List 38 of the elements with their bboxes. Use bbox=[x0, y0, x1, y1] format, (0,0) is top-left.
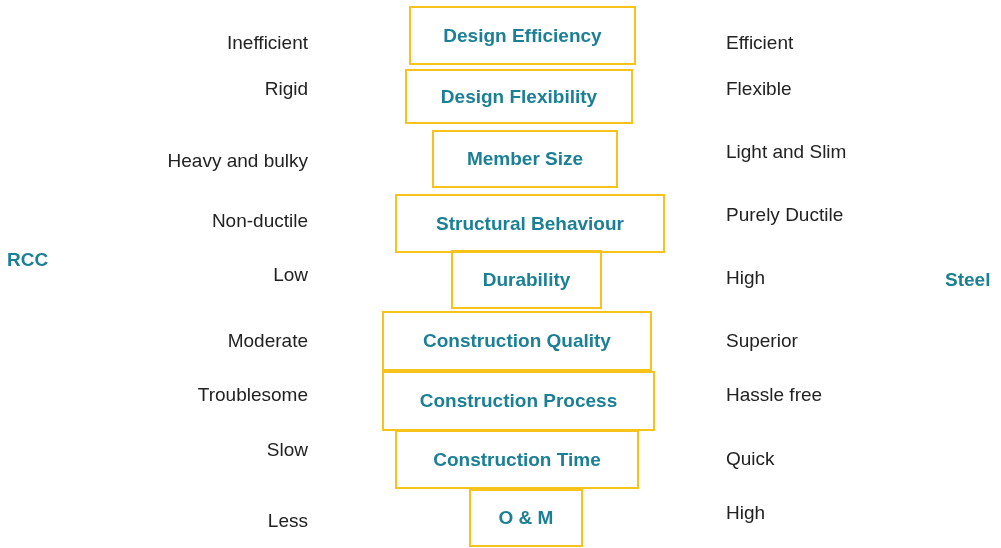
rcc-rating: Slow bbox=[266, 439, 308, 461]
criterion-title: Design Flexibility bbox=[440, 85, 598, 108]
criterion-box bbox=[382, 371, 655, 431]
material-label: Steel bbox=[945, 269, 991, 291]
criterion-box bbox=[451, 250, 602, 309]
criterion-title: Construction Quality bbox=[423, 330, 611, 352]
criterion-title: Design Efficiency bbox=[443, 24, 602, 47]
criterion-box bbox=[469, 489, 583, 547]
criterion-title: Member Size bbox=[466, 148, 584, 170]
rcc-rating: Troublesome bbox=[197, 384, 308, 406]
rcc-rating: Less bbox=[267, 510, 308, 532]
criterion-title: Durability bbox=[482, 268, 571, 291]
steel-rating: Quick bbox=[726, 448, 775, 470]
steel-rating: Hassle free bbox=[726, 384, 823, 406]
criterion-box bbox=[409, 6, 636, 65]
rcc-rating: Inefficient bbox=[227, 32, 308, 54]
rcc-rating: Rigid bbox=[264, 78, 308, 100]
criterion-box bbox=[395, 430, 639, 489]
criterion-title: O & M bbox=[498, 507, 554, 529]
criterion-title: Construction Time bbox=[433, 448, 601, 471]
rcc-rating: Heavy and bulky bbox=[167, 150, 308, 172]
steel-rating: Flexible bbox=[726, 78, 792, 100]
steel-rating: High bbox=[726, 502, 766, 524]
material-label: RCC bbox=[7, 249, 49, 271]
criterion-title: Structural Behaviour bbox=[436, 212, 624, 235]
criterion-box bbox=[382, 311, 652, 371]
steel-rating: Efficient bbox=[726, 32, 794, 54]
steel-rating: Superior bbox=[726, 330, 798, 352]
criterion-title: Construction Process bbox=[419, 390, 618, 412]
rcc-rating: Low bbox=[273, 264, 308, 286]
steel-rating: High bbox=[726, 267, 766, 289]
criterion-box bbox=[395, 194, 665, 253]
criterion-box bbox=[405, 69, 633, 124]
rcc-rating: Moderate bbox=[227, 330, 308, 352]
steel-rating: Light and Slim bbox=[726, 141, 847, 163]
criterion-box bbox=[432, 130, 618, 188]
rcc-rating: Non-ductile bbox=[211, 210, 308, 232]
steel-rating: Purely Ductile bbox=[726, 204, 844, 226]
